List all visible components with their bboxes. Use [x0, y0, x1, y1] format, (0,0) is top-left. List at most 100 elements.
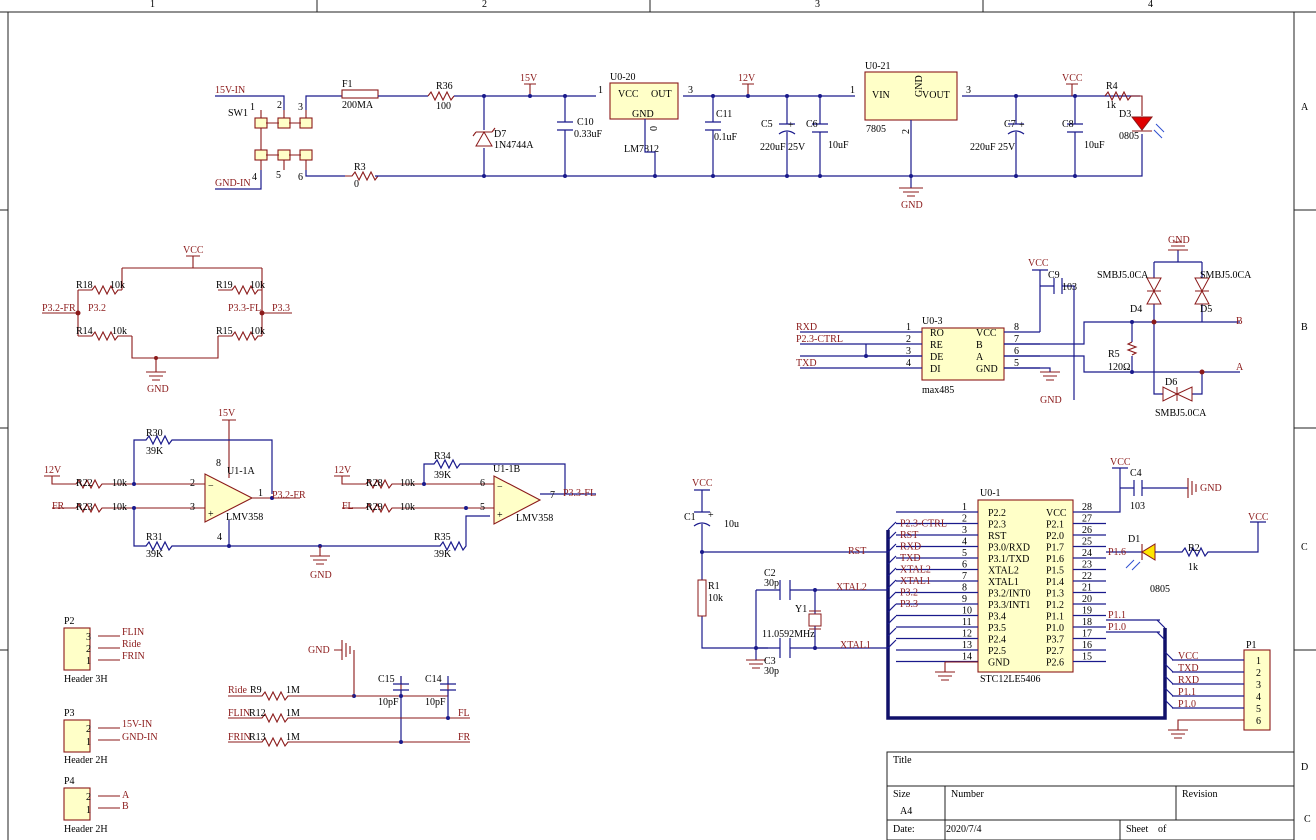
border-col-3: 3: [815, 0, 820, 10]
p4-header[interactable]: [63, 787, 91, 821]
r22-value: 10k: [112, 478, 127, 489]
mcu-pin-num-19: 19: [1082, 606, 1092, 617]
y1-crystal[interactable]: [808, 613, 822, 627]
d5-tvs-diode[interactable]: [1194, 277, 1210, 305]
c8-value: 10uF: [1084, 140, 1105, 151]
max485-pin-num-2: 2: [906, 334, 911, 345]
mcu-pin-num-20: 20: [1082, 594, 1092, 605]
sw1-switch[interactable]: SW1 1 2 3 4 5 6: [228, 100, 313, 183]
opamp-fr-in: FR: [52, 501, 65, 512]
d4-tvs-diode[interactable]: [1146, 277, 1162, 305]
net-15v-in: 15V-IN: [215, 85, 245, 96]
filter-flin: FLIN: [228, 708, 250, 719]
r30-value: 39K: [146, 446, 164, 457]
mcu-pin-name-25: P1.7: [1046, 543, 1064, 554]
p1-connector[interactable]: [1243, 649, 1271, 731]
u0-1-mcu[interactable]: [977, 499, 1074, 673]
c4-capacitor[interactable]: [1133, 480, 1143, 496]
d7-zener-diode[interactable]: [472, 96, 496, 176]
bridge-p33: P3.3: [272, 303, 290, 314]
u0-1-part: STC12LE5406: [980, 674, 1041, 685]
mcu-pin-name-1: P2.2: [988, 508, 1006, 519]
d4-part: SMBJ5.0CA: [1097, 270, 1149, 281]
c11-value: 0.1uF: [714, 132, 738, 143]
c1-value: 10u: [724, 519, 739, 530]
border-row-c: C: [1301, 542, 1308, 553]
d3-led-icon[interactable]: [1130, 116, 1165, 139]
c5-value: 220uF 25V: [760, 142, 806, 153]
p3-label: P3: [64, 708, 75, 719]
border-row-d: D: [1301, 762, 1308, 773]
max485-gnd-top: GND: [1168, 235, 1190, 246]
c8-capacitor[interactable]: [1067, 96, 1083, 176]
p4-pin1: 1: [86, 805, 91, 816]
c9-capacitor[interactable]: [1053, 278, 1063, 294]
r4-resistor[interactable]: [1104, 90, 1143, 116]
u1a-opamp[interactable]: [204, 473, 254, 523]
r4-value: 1k: [1106, 100, 1116, 111]
r3-resistor[interactable]: [345, 170, 379, 182]
p2-label: P2: [64, 616, 75, 627]
c5-plus-icon: +: [788, 120, 794, 131]
c10-capacitor[interactable]: [557, 96, 573, 176]
mcu-pin-num-22: 22: [1082, 571, 1092, 582]
border-col-4: 4: [1148, 0, 1153, 10]
r5-resistor[interactable]: [1126, 341, 1138, 356]
d6-tvs-diode[interactable]: [1162, 386, 1193, 402]
u1b-opamp[interactable]: [493, 475, 542, 525]
border-c-mark: C: [1304, 814, 1311, 825]
mcu-bus-net-4: RXD: [900, 542, 921, 553]
c1-capacitor[interactable]: [693, 511, 711, 527]
c11-label: C11: [716, 109, 732, 120]
opamp-out-fr: P3.2-FR: [272, 490, 306, 501]
c2-c3-capacitors[interactable]: [779, 580, 791, 658]
mcu-net-p11: P1.1: [1108, 610, 1126, 621]
f1-label: F1: [342, 79, 353, 90]
r1-value: 10k: [708, 593, 723, 604]
max485-pin-name-re: RE: [930, 340, 943, 351]
p3-type: Header 2H: [64, 755, 108, 766]
mcu-bus-net-5: TXD: [900, 553, 921, 564]
c5-capacitor[interactable]: [778, 96, 796, 176]
u1a-pin1: 1: [258, 488, 263, 499]
p3-pin1: 1: [86, 737, 91, 748]
f1-fuse[interactable]: [341, 89, 379, 99]
mcu-gnd-c4: GND: [1200, 483, 1222, 494]
c6-capacitor[interactable]: [812, 96, 828, 176]
p2-type: Header 3H: [64, 674, 108, 685]
c7-plus-icon: +: [1019, 120, 1025, 131]
u0-21-label: U0-21: [865, 61, 891, 72]
p1-net-1: VCC: [1178, 651, 1199, 662]
u0-20-regulator[interactable]: [609, 82, 679, 120]
d6-label: D6: [1165, 377, 1177, 388]
u1a-label: U1-1A: [227, 466, 256, 477]
bridge-vcc: VCC: [183, 245, 204, 256]
p4-type: Header 2H: [64, 824, 108, 835]
u0-3-max485[interactable]: [921, 327, 1005, 381]
net-12v: 12V: [738, 73, 756, 84]
r29-label: R29: [366, 502, 383, 513]
mcu-bus-net-7: XTAL1: [900, 576, 931, 587]
p4-net-a: A: [122, 790, 130, 801]
c5-label: C5: [761, 119, 773, 130]
p2-header[interactable]: [63, 627, 91, 671]
mcu-pin-num-14: 14: [962, 652, 972, 663]
r36-value: 100: [436, 101, 451, 112]
max485-pin-name-r-vcc: VCC: [976, 328, 997, 339]
c7-capacitor[interactable]: [1007, 96, 1025, 176]
p3-header[interactable]: [63, 719, 91, 753]
mcu-bus-net-9: P3.3: [900, 599, 918, 610]
r19-label: R19: [216, 280, 233, 291]
p2-net-frin: FRIN: [122, 651, 145, 662]
sheet-label: Sheet: [1126, 824, 1148, 835]
mcu-pin-num-27: 27: [1082, 514, 1092, 525]
u1b-pin5: 5: [480, 502, 485, 513]
opamp-12v-a: 12V: [44, 465, 62, 476]
u0-20-pin0: 0: [647, 126, 658, 131]
mcu-pin-name-12: P2.4: [988, 635, 1006, 646]
mcu-net-p10: P1.0: [1108, 622, 1126, 633]
r36-resistor[interactable]: [427, 90, 455, 102]
c11-capacitor[interactable]: [705, 96, 721, 176]
r1-resistor[interactable]: [697, 579, 707, 617]
u1a-part: LMV358: [226, 512, 263, 523]
